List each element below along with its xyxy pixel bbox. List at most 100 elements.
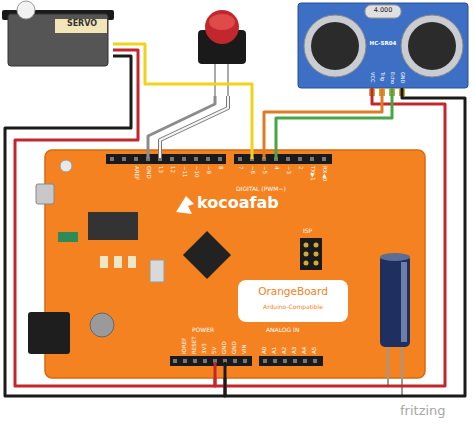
header-pin [183, 359, 187, 363]
crystal [365, 5, 401, 18]
header-pin [173, 359, 177, 363]
section-label: ISP [303, 228, 312, 234]
wire-stub [224, 362, 227, 378]
section-label: POWER [192, 327, 214, 333]
power-header [170, 356, 252, 366]
header-pin [233, 359, 237, 363]
pin-name: 2 [298, 166, 304, 170]
header-pin [313, 359, 317, 363]
header-pin [238, 157, 242, 161]
header-pin [110, 157, 114, 161]
board-outline [45, 150, 425, 378]
node-text: 4.000 [365, 7, 401, 14]
pin-name: A0 [262, 347, 268, 354]
pin-name: VCC [370, 72, 375, 82]
wire [215, 88, 445, 386]
wire [276, 88, 392, 150]
pin-name: 4 [274, 166, 280, 170]
wire [113, 44, 252, 150]
pin-name: ~10 [194, 166, 200, 178]
header-pins [110, 157, 326, 363]
servo-horn [17, 1, 35, 19]
header-pin [206, 157, 210, 161]
pin-name: A5 [312, 347, 318, 354]
pin-name: 3V3 [202, 343, 208, 354]
node-text: OrangeBoard [240, 286, 346, 297]
watermark: fritzing [400, 404, 446, 417]
transducer [304, 15, 366, 77]
isp-pin [314, 243, 319, 248]
wire-stub [251, 150, 254, 159]
button-wire [160, 96, 228, 158]
header-pin [293, 359, 297, 363]
button-cap-top [209, 14, 235, 30]
pin-name: A3 [292, 347, 298, 354]
resistor-symbol [114, 256, 122, 268]
brand-panel [238, 280, 348, 322]
capacitor-body [380, 255, 410, 347]
pin-name: A4 [302, 347, 308, 354]
digital-header [106, 154, 226, 164]
pin-name: VIN [242, 345, 248, 355]
capacitor-lead [387, 345, 389, 386]
header-pin [298, 157, 302, 161]
pin-name: GND [400, 72, 405, 83]
header-pin [218, 157, 222, 161]
digital-header [234, 154, 332, 164]
node-text: kocoafab [197, 195, 289, 211]
pin-name: AREF [134, 166, 140, 180]
isp-pin [304, 243, 309, 248]
pin-name: 5V [212, 347, 218, 354]
transducer-mesh [408, 22, 456, 70]
transducer [401, 15, 463, 77]
node-text: SERVO [57, 20, 107, 28]
sensor-board [298, 3, 468, 88]
button-cap [205, 10, 239, 44]
isp-pin [304, 261, 309, 266]
isp-pin [314, 261, 319, 266]
wire [5, 56, 225, 396]
node-text: HC-SR04 [366, 41, 400, 47]
header-pin [134, 157, 138, 161]
pin-name: A1 [272, 347, 278, 354]
header-pin [203, 359, 207, 363]
servo-body [8, 14, 108, 66]
header-pin [243, 359, 247, 363]
node-text: Arduino-Compatible [240, 304, 346, 310]
crystal [150, 260, 164, 282]
pin-name: IOREF [182, 338, 188, 354]
pin-name: RX◀0 [322, 166, 328, 181]
wire-stub [275, 150, 278, 159]
wire [15, 50, 215, 386]
capacitor-lead [401, 345, 403, 396]
header-pin [193, 359, 197, 363]
header-pin [170, 157, 174, 161]
pin-name: Trig [380, 72, 385, 81]
resistor-symbol [100, 256, 108, 268]
pin-name: Echo [390, 72, 395, 84]
servo-label [55, 19, 107, 33]
button-leg [214, 62, 216, 96]
brand-logo [176, 196, 194, 214]
pin-name: 12 [170, 166, 176, 173]
reset-button [60, 160, 72, 172]
header-pin [303, 359, 307, 363]
capacitor-stripe [401, 262, 407, 342]
isp-pin [314, 252, 319, 257]
dc-jack [28, 312, 70, 354]
smd-led [58, 232, 78, 242]
header-pin [283, 359, 287, 363]
usb-port [36, 184, 54, 204]
regulator-cap [90, 313, 114, 337]
pin-name: RESET [192, 336, 198, 354]
wire [225, 88, 465, 396]
button-wire-outline [160, 96, 228, 158]
resistor-symbol [128, 256, 136, 268]
pin-name: TX▶1 [310, 166, 316, 181]
header-pin [182, 157, 186, 161]
